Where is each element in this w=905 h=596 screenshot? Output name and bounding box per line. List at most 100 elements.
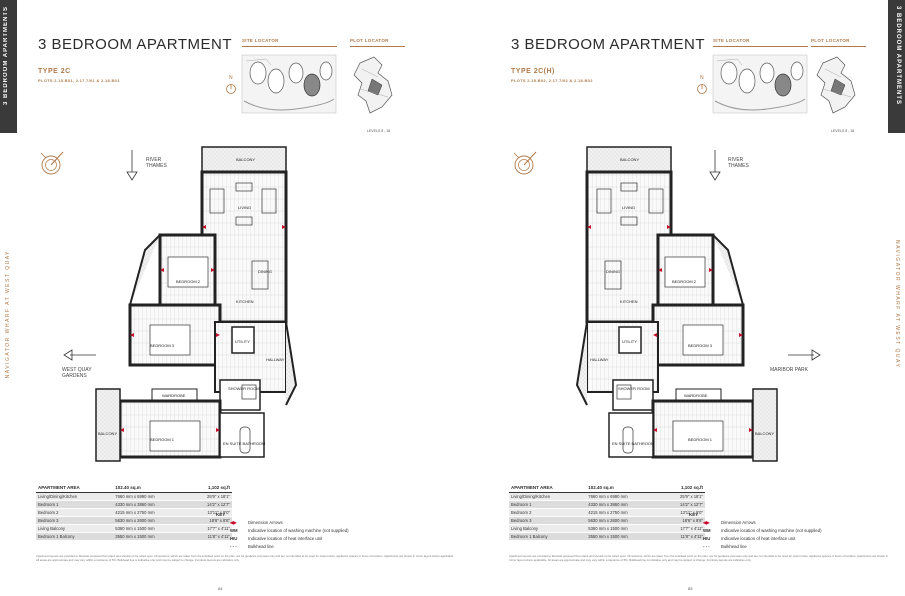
key-item: ◀▶Dimension Arrows [230,520,380,526]
north-letter: N [229,75,233,81]
site-locator-rule [713,46,808,47]
room-label-bedroom3: BEDROOM 3 [688,343,713,348]
key-symbol: - - - [703,544,710,549]
apartment-type: TYPE 2C [38,68,71,75]
table-cell: 25'9" x 18'1" [186,492,232,501]
table-cell: Bedroom 3 [36,516,114,525]
key-item: - - -Bulkhead line [230,544,380,550]
compass-icon [513,151,537,175]
table-cell: 17'7" x 4'11" [659,524,705,533]
table-cell: 3550 mm x 1500 mm [113,532,187,541]
room-label-wardrobe: WARDROBE [684,393,708,398]
table-cell: Bedroom 3 [509,516,587,525]
key-symbol: ◀▶ [230,520,237,525]
room-label-hallway: HALLWAY [590,357,609,362]
table-cell: 3550 mm x 1500 mm [586,532,660,541]
room-label-ensuite: EN SUITE BATHROOM [223,441,265,446]
direction-label: WEST QUAY GARDENS [62,367,92,379]
page-right: 3 BEDROOM APARTMENT TYPE 2C(H) PLOTS 2.1… [453,0,905,596]
level-label: LEVELS 8 - 18 [367,129,391,133]
key-item: - - -Bulkhead line [703,544,853,550]
disclaimer: Apartment layouts are provided to illust… [509,554,889,562]
room-label-shower: SHOWER ROOM [618,386,650,391]
table-cell: 5630 mm x 2600 mm [586,516,660,525]
site-locator-title: SITE LOCATOR [242,38,279,43]
room-label-bedroom1: BEDROOM 1 [688,437,713,442]
table-cell: Bedroom 1 [509,500,587,509]
table-cell: 4330 mm x 3860 mm [113,500,187,509]
table-cell: 4330 mm x 3860 mm [586,500,660,509]
disclaimer: Apartment layouts are provided to illust… [36,554,454,562]
key-symbol: ◀▶ [703,520,710,525]
table-cell: 5360 mm x 1500 mm [586,524,660,533]
page-number: 65 [688,586,693,591]
level-label: LEVELS 8 - 18 [831,129,855,133]
table-header: 1,102 sq.ft [659,484,705,493]
table-header: APARTMENT AREA [509,484,587,493]
plots-label: PLOTS 2.15.B02, 2.17.7/02 & 2.18.B02 [511,78,593,83]
key-symbol: - - - [230,544,237,549]
table-cell: Living/Dining/Kitchen [509,492,587,501]
apartment-area-table: APARTMENT AREA 102.40 sq.m 1,102 sq.ft L… [36,484,232,541]
room-label-balcony-bed: BALCONY [755,431,774,436]
table-cell: Living Balcony [36,524,114,533]
table-cell: 25'9" x 18'1" [659,492,705,501]
plot-locator-rule [811,46,866,47]
room-label-bedroom1: BEDROOM 1 [150,437,175,442]
key-text: Indicative location of washing machine (… [721,528,822,533]
direction-arrow-icon [63,349,96,361]
dimension-arrows [120,225,286,432]
room-label-dining: DINING [606,269,620,274]
table-header-row: APARTMENT AREA 102.40 sq.m 1,102 sq.ft [36,484,232,493]
room-label-dining: DINING [258,269,272,274]
table-cell: 11'8" x 4'11" [659,532,705,541]
plot-locator-rule [350,46,405,47]
floor-plan: BALCONY LIVING DINING KITCHEN BEDROOM 2 … [95,146,298,462]
key-text: Indicative location of heat interface un… [248,536,323,541]
room-label-balcony: BALCONY [236,157,255,162]
table-cell: Living/Dining/Kitchen [36,492,114,501]
table-cell: 14'2" x 12'7" [186,500,232,509]
site-locator-map: N [226,54,337,114]
table-cell: 13'11" x 9'0" [186,508,232,517]
table-cell: 5630 mm x 2600 mm [113,516,187,525]
floor-plan: BALCONY LIVING DINING KITCHEN BEDROOM 2 … [575,146,778,462]
key-title: KEY [216,512,226,517]
river-arrow-icon [709,150,721,181]
key-text: Indicative location of washing machine (… [248,528,349,533]
table-header: 1,102 sq.ft [186,484,232,493]
table-cell: 4215 mm x 2750 mm [113,508,187,517]
room-label-utility: UTILITY [235,339,250,344]
room-label-bedroom3: BEDROOM 3 [150,343,175,348]
key-title: KEY [689,512,699,517]
direction-arrow-icon [788,349,821,361]
plots-label: PLOTS 2.15.B01, 2.17.7/01 & 2.18.B01 [38,78,120,83]
table-cell: Bedroom 1 Balcony [509,532,587,541]
spine-tab-left: 3 BEDROOM APARTMENTS [0,0,17,133]
river-arrow-icon [126,150,138,181]
table-cell: Living Balcony [509,524,587,533]
table-cell: 4215 mm x 2750 mm [586,508,660,517]
room-label-wardrobe: WARDROBE [162,393,186,398]
key-item: ◀▶Dimension Arrows [703,520,853,526]
room-label-balcony: BALCONY [620,157,639,162]
room-label-bedroom2: BEDROOM 2 [672,279,697,284]
spine-tab-right: 3 BEDROOM APARTMENTS [888,0,905,133]
room-label-ensuite: EN SUITE BATHROOM [612,441,654,446]
plot-locator-map [353,56,393,114]
room-label-utility: UTILITY [622,339,637,344]
key-symbol: HIU [703,536,711,541]
table-cell: 5360 mm x 1500 mm [113,524,187,533]
page-left: 3 BEDROOM APARTMENT TYPE 2C PLOTS 2.15.B… [0,0,454,596]
table-cell: 13'11" x 9'0" [659,508,705,517]
room-label-hallway: HALLWAY [266,357,285,362]
